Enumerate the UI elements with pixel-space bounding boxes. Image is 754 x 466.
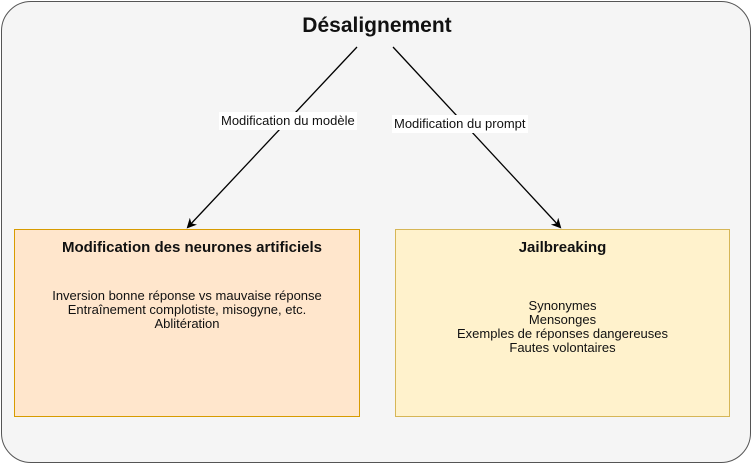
edge-to-model-modification — [186, 46, 358, 229]
jailbreaking-title: Jailbreaking — [518, 239, 607, 256]
jailbreaking-box: Jailbreaking Synonymes Mensonges Exemple… — [395, 229, 730, 417]
list-item: Inversion bonne réponse vs mauvaise répo… — [52, 288, 322, 303]
neuron-modification-list: Inversion bonne réponse vs mauvaise répo… — [15, 289, 359, 331]
edge-label-model: Modification du modèle — [219, 112, 357, 130]
jailbreaking-list: Synonymes Mensonges Exemples de réponses… — [396, 299, 729, 355]
edge-label-prompt: Modification du prompt — [392, 115, 528, 133]
edge-to-prompt-modification — [392, 46, 562, 229]
list-item: Fautes volontaires — [509, 340, 616, 355]
root-node-title: Désalignement — [302, 14, 452, 37]
list-item: Mensonges — [528, 312, 597, 327]
list-item: Entraînement complotiste, misogyne, etc. — [67, 302, 307, 317]
list-item: Exemples de réponses dangereuses — [456, 326, 669, 341]
neuron-modification-box: Modification des neurones artificiels In… — [14, 229, 360, 417]
neuron-modification-title: Modification des neurones artificiels — [61, 239, 323, 256]
list-item: Synonymes — [528, 298, 597, 313]
list-item: Ablitération — [154, 316, 220, 331]
